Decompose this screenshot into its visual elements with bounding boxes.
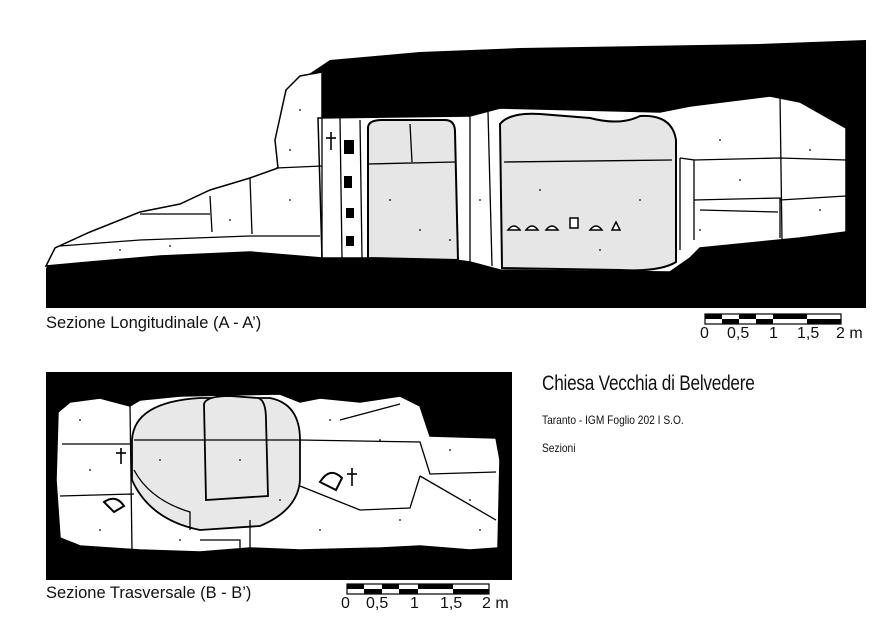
drawing-subtitle: Sezioni (542, 441, 576, 455)
transverse-stipple (79, 419, 481, 541)
scale-tick-2m-b: 2 m (482, 595, 509, 612)
transverse-cross-icon-right (347, 468, 357, 486)
scale-tick-15: 1,5 (797, 325, 820, 342)
longitudinal-section-caption: Sezione Longitudinale (A - A’) (46, 314, 262, 332)
transverse-section-caption: Sezione Trasversale (B - B’) (46, 584, 252, 602)
scale-tick-0: 0 (700, 325, 709, 342)
scale-tick-05-b: 0,5 (366, 595, 389, 612)
longitudinal-left-terrain (44, 71, 323, 267)
longitudinal-pillar-marks (344, 140, 354, 246)
scale-tick-0-b: 0 (341, 595, 350, 612)
transverse-joints (59, 403, 497, 551)
longitudinal-small-niches (506, 217, 622, 231)
longitudinal-stipple (119, 109, 821, 251)
scale-tick-1: 1 (769, 325, 778, 342)
longitudinal-niche-left (367, 119, 460, 262)
scale-tick-1-b: 1 (410, 595, 419, 612)
longitudinal-joints (59, 95, 847, 267)
longitudinal-cross-icon (326, 132, 336, 150)
longitudinal-niche-right (498, 112, 677, 272)
transverse-inner-panel (203, 395, 269, 501)
transverse-feature-right (318, 471, 344, 492)
scale-tick-05: 0,5 (727, 325, 750, 342)
scale-tick-15-b: 1,5 (440, 595, 463, 612)
transverse-feature-left (102, 497, 126, 514)
drawing-location: Taranto - IGM Foglio 202 I S.O. (542, 413, 684, 427)
transverse-cross-icon-left (116, 448, 126, 464)
drawing-title: Chiesa Vecchia di Belvedere (542, 372, 755, 395)
scale-tick-2m: 2 m (836, 325, 863, 342)
